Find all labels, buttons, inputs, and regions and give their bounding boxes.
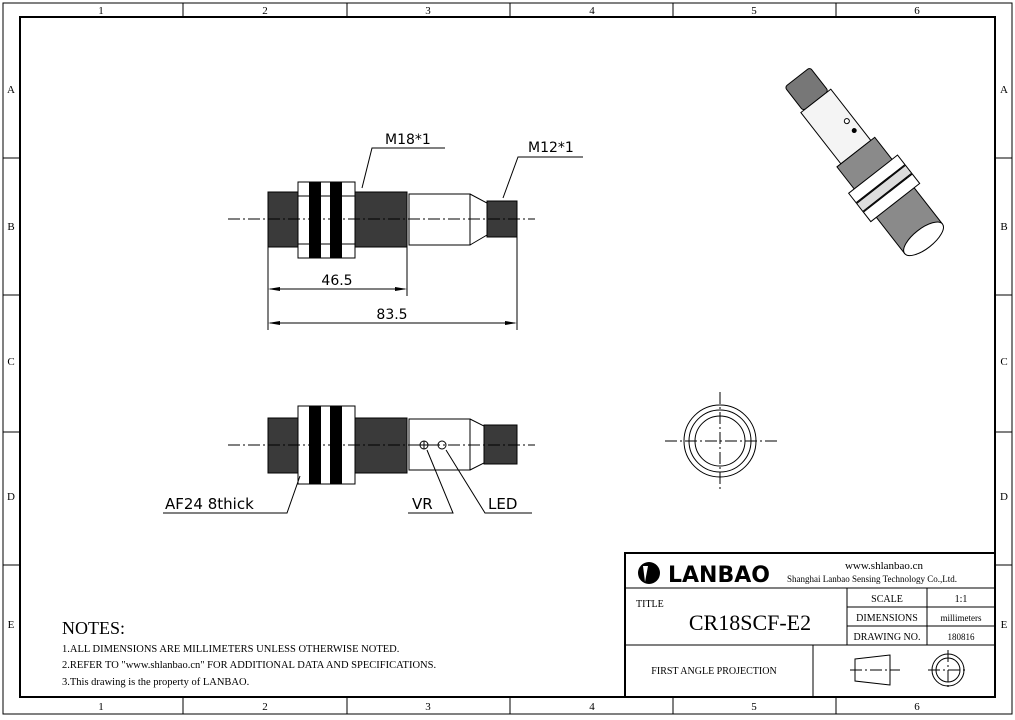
- row-label: A: [1000, 84, 1008, 96]
- column-label: 3: [425, 5, 431, 17]
- column-label: 3: [425, 701, 431, 713]
- website: www.shlanbao.cn: [845, 560, 924, 572]
- drawing-title: CR18SCF-E2: [689, 610, 811, 635]
- row-label: B: [7, 221, 14, 233]
- row-label: B: [1000, 221, 1007, 233]
- note-item: 3.This drawing is the property of LANBAO…: [62, 677, 249, 688]
- sensor-bottom-view: AF24 8thick VR LED: [163, 405, 535, 514]
- column-label: 1: [98, 701, 104, 713]
- thread-label: M18*1: [385, 132, 431, 148]
- column-label: 6: [914, 701, 920, 713]
- notes: NOTES: 1.ALL DIMENSIONS ARE MILLIMETERS …: [62, 618, 436, 688]
- notes-heading: NOTES:: [62, 618, 125, 638]
- row-label: D: [1000, 491, 1008, 503]
- logo-text: LANBAO: [668, 563, 770, 588]
- column-label: 1: [98, 5, 104, 17]
- column-label: 4: [589, 5, 595, 17]
- title-label: TITLE: [636, 599, 664, 610]
- scale-value: 1:1: [955, 594, 968, 605]
- drawing-no-label: DRAWING NO.: [854, 632, 921, 643]
- note-item: 1.ALL DIMENSIONS ARE MILLIMETERS UNLESS …: [62, 644, 399, 655]
- column-label: 2: [262, 701, 268, 713]
- dimensions-value: millimeters: [941, 613, 982, 623]
- led-label: LED: [488, 495, 517, 513]
- vr-label: VR: [412, 495, 433, 513]
- row-label: C: [7, 356, 14, 368]
- first-angle-projection-icon: [850, 650, 968, 690]
- led-indicator-icon: [437, 440, 447, 450]
- column-label: 6: [914, 5, 920, 17]
- dimension-83-5: 83.5: [376, 307, 407, 323]
- row-label: D: [7, 491, 15, 503]
- company-name: Shanghai Lanbao Sensing Technology Co.,L…: [787, 574, 957, 584]
- nut-label: AF24 8thick: [165, 495, 254, 513]
- column-label: 4: [589, 701, 595, 713]
- scale-label: SCALE: [871, 594, 903, 605]
- dimension-46-5: 46.5: [321, 273, 352, 289]
- drawing-no-value: 180816: [948, 632, 976, 642]
- sensor-end-view: [665, 392, 778, 490]
- connector-label: M12*1: [528, 140, 574, 156]
- dimensions-label: DIMENSIONS: [856, 613, 918, 624]
- row-label: A: [7, 84, 15, 96]
- row-label: E: [1001, 619, 1008, 631]
- title-block: LANBAO www.shlanbao.cn Shanghai Lanbao S…: [624, 552, 996, 698]
- row-label: E: [8, 619, 15, 631]
- projection-label: FIRST ANGLE PROJECTION: [651, 666, 776, 677]
- column-label: 2: [262, 5, 268, 17]
- column-label: 5: [751, 5, 757, 17]
- sensor-side-view: M18*1 M12*1 46.5 83.5: [228, 132, 583, 330]
- note-item: 2.REFER TO "www.shlanbao.cn" FOR ADDITIO…: [62, 660, 436, 671]
- lanbao-logo-icon: [638, 562, 660, 584]
- row-label: C: [1000, 356, 1007, 368]
- sensor-3d-view: [785, 68, 944, 257]
- column-label: 5: [751, 701, 757, 713]
